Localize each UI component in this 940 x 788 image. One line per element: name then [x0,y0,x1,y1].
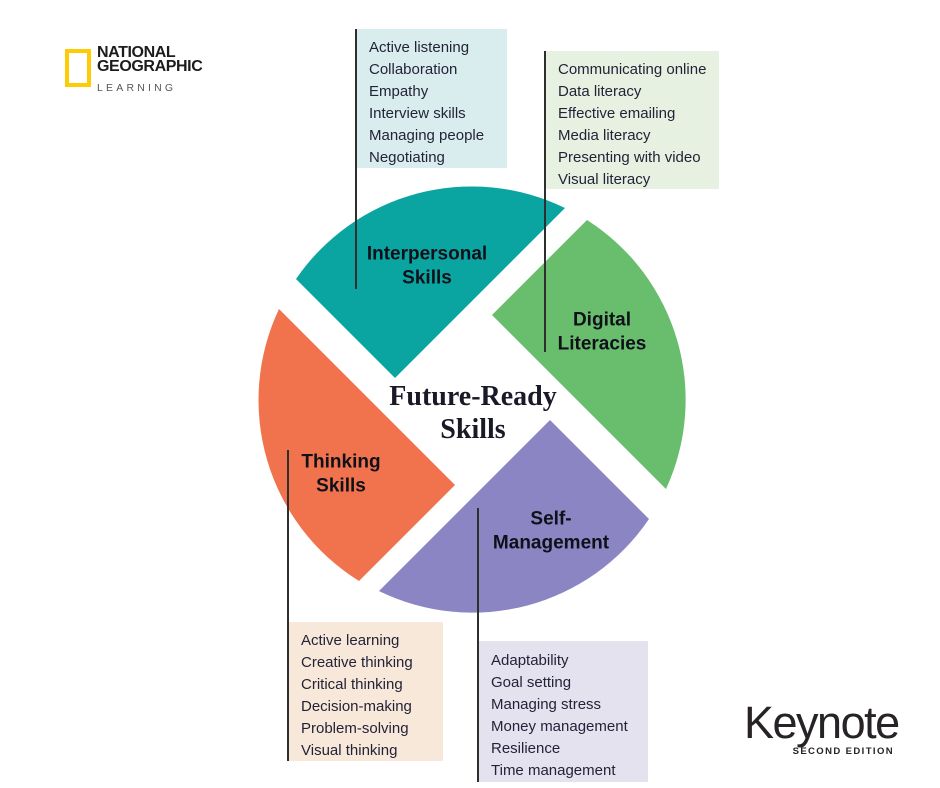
list-item: Collaboration [369,61,458,78]
keynote-edition-label: SECOND EDITION [792,746,894,757]
label-line: Digital [572,309,632,331]
label-interpersonal-skills: Interpersonal Skills [367,243,487,290]
keynote-title: Keynote [744,697,900,748]
center-title: Future-Ready Skills [389,380,556,446]
list-item: Managing people [369,127,485,144]
list-item: Active listening [369,39,470,56]
self-management-list: Adaptability Goal setting Managing stres… [477,641,648,782]
list-item: Decision-making [301,698,412,715]
connector-line-selfmgmt [477,508,479,782]
connector-line-thinking [287,450,289,761]
list-item: Time management [491,762,616,779]
keynote-logo: Keynote SECOND EDITION [744,697,900,757]
list-item: Media literacy [558,127,651,144]
digital-literacies-list: Communicating online Data literacy Effec… [544,51,719,189]
list-item: Money management [491,718,628,735]
natgeo-name-line2: GEOGRAPHIC [97,57,203,75]
label-line: Literacies [557,333,647,354]
label-line: Interpersonal [366,243,488,265]
interpersonal-skills-list: Active listening Collaboration Empathy I… [355,29,507,168]
list-item: Communicating online [558,61,707,78]
list-item: Goal setting [491,674,572,691]
list-item: Interview skills [369,105,466,122]
list-item: Problem-solving [301,720,409,737]
list-item: Negotiating [369,149,445,166]
list-item: Active learning [301,632,400,649]
list-item: Visual literacy [558,171,651,188]
natgeo-name-line1: NATIONAL [97,44,176,61]
connector-line-interpersonal [355,29,357,289]
connector-line-digital [544,51,546,352]
list-item: Managing stress [491,696,602,713]
label-line: Management [492,532,610,553]
label-line: Self- [530,508,572,530]
list-item: Creative thinking [301,654,413,671]
natgeo-learning-label: LEARNING [97,82,177,94]
list-item: Data literacy [558,83,642,100]
center-title-line1: Future-Ready [389,381,557,412]
natgeo-logo-text: NATIONAL GEOGRAPHIC LEARNING [97,44,317,94]
thinking-skills-list: Active learning Creative thinking Critic… [287,622,443,761]
list-item: Adaptability [491,652,569,669]
list-item: Effective emailing [558,105,676,122]
label-line: Thinking [301,451,381,473]
natgeo-frame-icon [65,49,91,87]
list-item: Visual thinking [301,742,398,759]
label-self-management: Self- Management [493,508,609,555]
label-thinking-skills: Thinking Skills [301,451,380,498]
label-line: Skills [316,475,366,496]
list-item: Critical thinking [301,676,403,693]
center-title-line2: Skills [440,414,506,445]
label-digital-literacies: Digital Literacies [558,309,647,356]
list-item: Resilience [491,740,561,757]
label-line: Skills [402,267,452,288]
list-item: Presenting with video [558,149,701,166]
list-item: Empathy [369,83,429,100]
